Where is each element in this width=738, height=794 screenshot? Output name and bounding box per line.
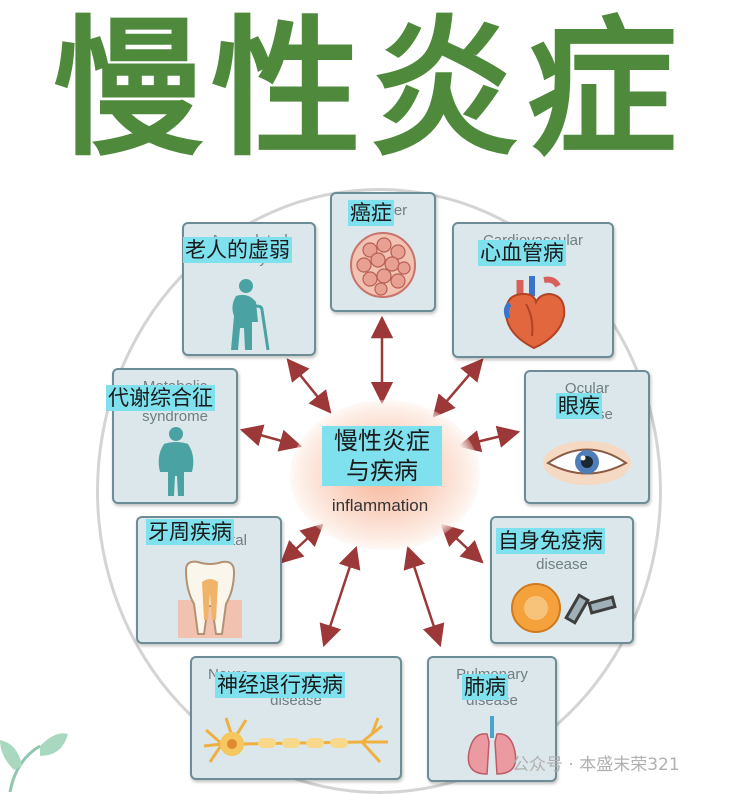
arrow-neuro xyxy=(319,545,361,648)
arrow-periodontal xyxy=(280,523,324,564)
card-ghost-text: syndrome xyxy=(142,408,208,425)
tooth-icon xyxy=(178,560,242,638)
obese-person-icon xyxy=(158,427,194,496)
page-title: 慢性炎症 xyxy=(52,3,685,177)
card-ocular-disease: Ocular disease xyxy=(524,370,650,504)
center-label: 慢性炎症 与疾病 xyxy=(322,426,442,486)
heart-icon xyxy=(503,276,566,350)
eye-icon xyxy=(543,441,631,485)
card-label-metabolic: 代谢综合征 xyxy=(106,385,215,411)
watermark: 公众号 · 本盛末荣321 xyxy=(512,755,680,775)
card-label-periodontal: 牙周疾病 xyxy=(146,519,234,545)
center-english-label: inflammation xyxy=(331,496,429,515)
elderly-person-icon xyxy=(231,279,270,351)
arrow-pulmonary xyxy=(403,545,445,648)
arrow-cardio xyxy=(432,358,484,418)
card-label-pulmonary: 肺病 xyxy=(462,674,508,700)
neuron-icon xyxy=(203,717,388,764)
lungs-icon xyxy=(467,716,517,775)
card-ghost-text: disease xyxy=(536,556,588,573)
card-label-cardio: 心血管病 xyxy=(478,240,566,266)
card-label-cancer: 癌症 xyxy=(348,200,394,226)
card-label-neuro: 神经退行疾病 xyxy=(215,672,345,698)
center-label-line1: 慢性炎症 xyxy=(334,427,430,455)
card-label-frailty: 老人的虚弱 xyxy=(183,237,292,263)
arrow-autoimmune xyxy=(440,523,484,564)
arrow-frailty xyxy=(286,358,332,414)
center-label-line2: 与疾病 xyxy=(346,457,418,485)
card-label-ocular: 眼疾 xyxy=(556,393,602,419)
arrow-metabolic xyxy=(239,424,303,452)
card-label-autoimmune: 自身免疫病 xyxy=(496,528,605,554)
cancer-cells-icon xyxy=(350,232,416,298)
leaf-icon xyxy=(0,733,68,792)
immune-cell-icon xyxy=(511,583,617,633)
card-ghost-text: Ocular xyxy=(564,380,610,397)
